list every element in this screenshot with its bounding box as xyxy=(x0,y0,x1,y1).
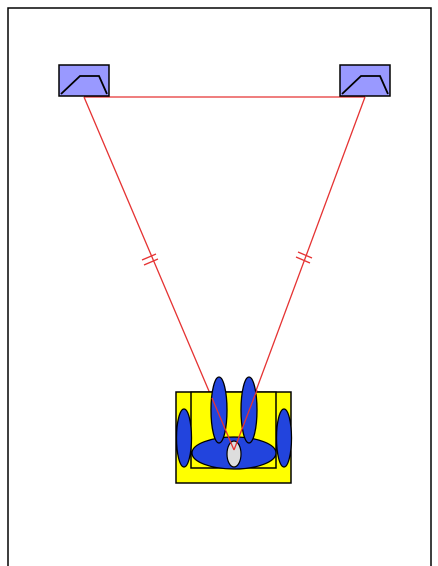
head xyxy=(226,440,242,468)
right-equal-mark xyxy=(295,251,313,264)
right-speaker-icon xyxy=(339,64,391,97)
left-speaker-icon xyxy=(58,64,110,97)
left-leg xyxy=(210,376,228,444)
listener-in-chair-icon xyxy=(175,376,293,484)
convergence-lines xyxy=(211,389,258,451)
frame-border xyxy=(7,7,432,566)
right-arm xyxy=(275,408,293,468)
left-equal-mark xyxy=(141,253,159,266)
left-speaker-line xyxy=(83,96,235,451)
left-arm xyxy=(175,408,193,468)
